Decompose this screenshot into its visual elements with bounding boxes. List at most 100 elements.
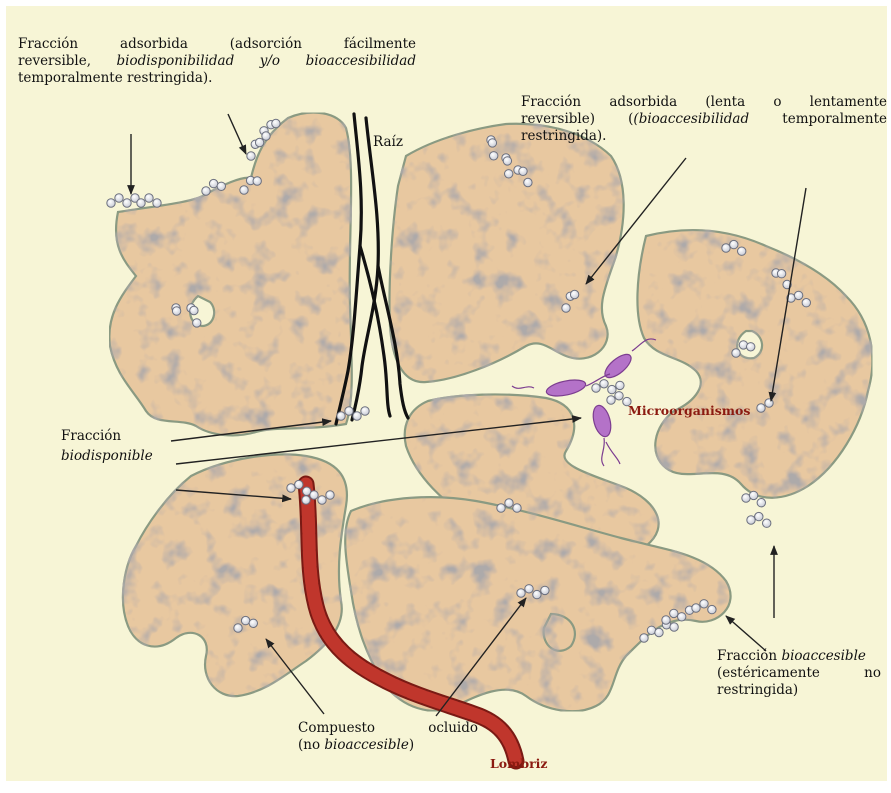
label-bioavailable-2: biodisponible [61,446,153,466]
label-occluded-2c: ) [409,737,414,753]
molecule [115,194,123,202]
label-adsorbed-easy-1c: (adsorción [230,36,302,52]
molecule [217,182,225,190]
label-adsorbed-slow-1a: Fracción [521,94,581,110]
label-adsorbed-easy-2b: biodisponibilidad y/o bioaccesibilidad [117,53,416,69]
label-occluded-2a: (no [298,737,320,753]
molecule [616,381,624,389]
molecule [722,244,730,252]
molecule [524,178,532,186]
label-bioaccessible-1b: bioaccesible [781,648,865,664]
molecule [592,384,600,392]
label-adsorbed-slow-2b: (bioaccesibilidad [633,111,749,127]
molecule [247,152,255,160]
label-adsorbed-easy: Fracción adsorbida (adsorción fácilmente… [18,36,416,87]
molecule [615,392,623,400]
molecule [692,604,700,612]
molecule [732,349,740,357]
label-bioaccessible-2b: no [864,665,881,681]
label-bioaccessible-3: restringida) [717,682,881,699]
molecule [747,343,755,351]
molecule [318,496,326,504]
label-occluded: Compuesto ocluido (no bioaccesible) [298,720,478,754]
molecule [730,240,738,248]
molecule [802,299,810,307]
molecule [302,496,310,504]
molecule [513,504,521,512]
soil-aggregates [109,113,872,712]
label-bioaccessible-2a: (estéricamente [717,665,820,681]
label-earthworm: Lombriz [490,755,548,772]
molecule [490,152,498,160]
molecule [794,291,802,299]
molecule [287,484,295,492]
molecule [505,499,513,507]
label-occluded-1a: Compuesto [298,720,375,736]
label-occluded-1b: ocluido [428,720,478,736]
molecule [361,407,369,415]
molecule [640,634,648,642]
label-adsorbed-slow-1c: (lenta [705,94,745,110]
molecule [249,619,257,627]
aggregate-top-left [109,113,351,436]
label-bioavailable: Fracción biodisponible [61,426,153,466]
molecule [608,385,616,393]
molecule [570,290,578,298]
molecule [747,516,755,524]
label-root: Raíz [373,134,403,151]
molecule [777,270,785,278]
molecule [123,199,131,207]
molecule [678,613,686,621]
molecule [202,187,210,195]
molecule [757,404,765,412]
molecule [353,412,361,420]
molecule [345,407,353,415]
molecule [505,170,513,178]
molecule [255,138,263,146]
molecule [541,586,549,594]
molecule [145,194,153,202]
label-adsorbed-slow: Fracción adsorbida (lenta o lentamente r… [521,94,887,145]
label-adsorbed-slow-2a: reversible) [521,111,595,127]
molecule [662,616,670,624]
molecule [738,247,746,255]
label-occluded-2b: bioaccesible [324,737,408,753]
label-adsorbed-slow-1e: lentamente [810,94,887,110]
molecule [253,177,261,185]
molecule [525,585,533,593]
label-bioaccessible-1a: Fracción [717,648,777,664]
molecule [708,605,716,613]
molecule [600,380,608,388]
molecule [749,491,757,499]
molecule [488,139,496,147]
diagram-canvas: Fracción adsorbida (adsorción fácilmente… [6,6,887,781]
molecule [137,199,145,207]
molecule [326,491,334,499]
label-adsorbed-slow-1d: o [773,94,781,110]
molecule [234,624,242,632]
label-adsorbed-easy-1a: Fracción [18,36,78,52]
molecule [240,186,248,194]
molecule [562,304,570,312]
molecule [533,590,541,598]
molecule [241,616,249,624]
aggregate-right [637,230,872,498]
molecule [193,319,201,327]
molecule [310,491,318,499]
molecule [209,179,217,187]
aggregate-bottom-center [345,497,730,711]
label-bioavailable-1: Fracción [61,426,153,446]
molecule [337,412,345,420]
molecule [755,512,763,520]
molecule [765,399,773,407]
molecule [107,199,115,207]
molecule [519,167,527,175]
molecule [262,132,270,140]
molecule [757,499,765,507]
label-adsorbed-slow-2c: temporalmente [782,111,887,127]
molecule [153,199,161,207]
label-microorganisms: Microorganismos [628,402,750,419]
molecule [272,119,280,127]
molecule [655,628,663,636]
molecule [607,396,615,404]
